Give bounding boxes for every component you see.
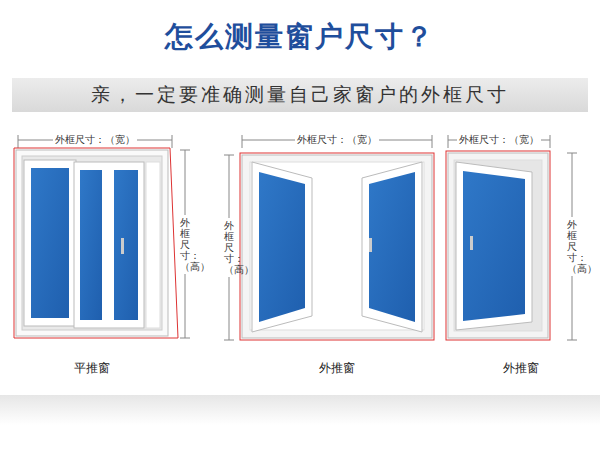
dimension-label: 外框尺寸：（宽）: [53, 133, 137, 147]
dimension-label: 外框尺寸：（高）: [180, 215, 190, 274]
window-type-label: 外推窗: [319, 360, 355, 377]
dimension-label: 外框尺寸：（宽）: [457, 133, 541, 147]
subtitle-text: 亲，一定要准确测量自己家窗户的外框尺寸: [91, 82, 509, 108]
dimension-label: 外框尺寸：（高）: [224, 218, 234, 277]
dimension-label: 外框尺寸：（高）: [567, 217, 577, 276]
subtitle-band: 亲，一定要准确测量自己家窗户的外框尺寸: [12, 78, 588, 112]
window-type-label: 外推窗: [503, 360, 539, 377]
page-title: 怎么测量窗户尺寸？: [165, 18, 435, 56]
dimension-label: 外框尺寸：（宽）: [295, 133, 379, 147]
window-type-label: 平推窗: [74, 360, 110, 377]
